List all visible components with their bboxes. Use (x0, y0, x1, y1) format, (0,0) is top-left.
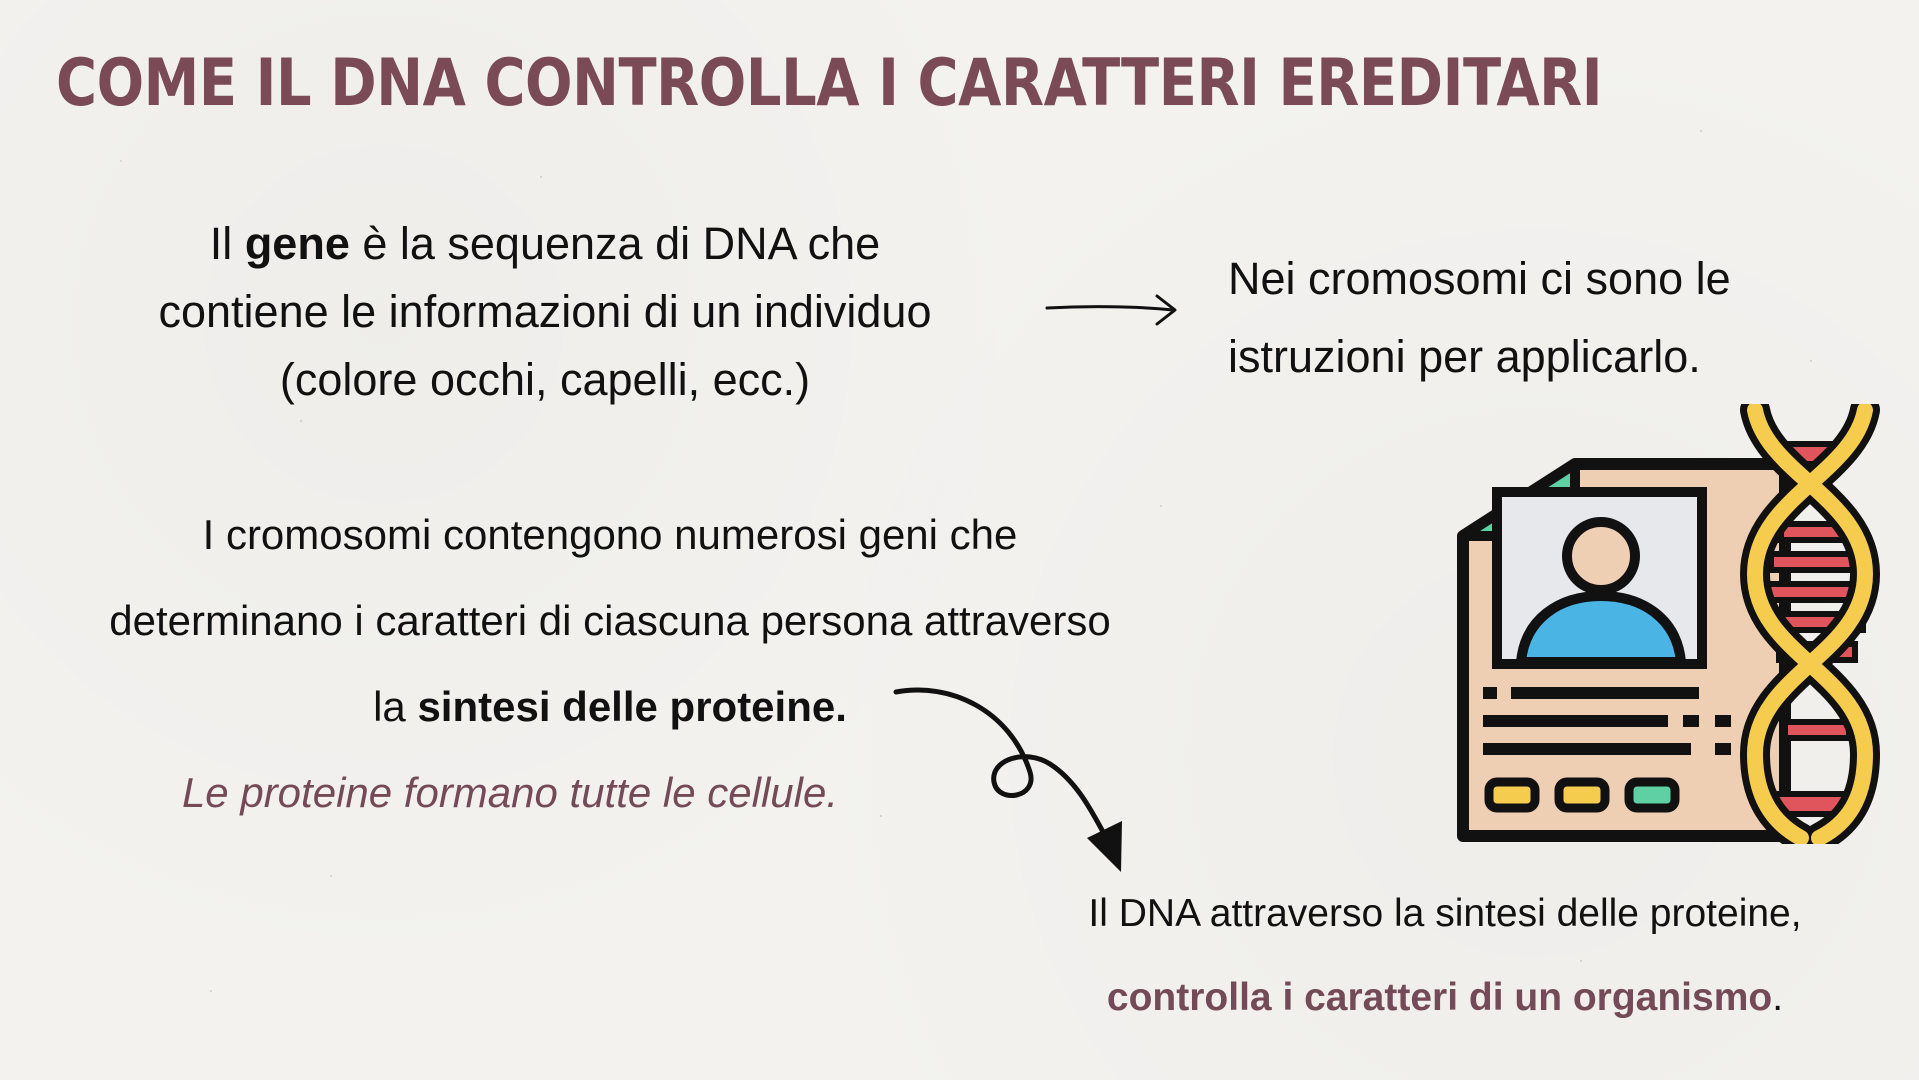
gene-line-3: (colore occhi, capelli, ecc.) (279, 354, 811, 405)
chromosomes-note: Nei cromosomi ci sono le istruzioni per … (1228, 240, 1848, 396)
paper-speck (120, 160, 122, 162)
paper-speck (330, 875, 332, 877)
dna-profile-icon (1455, 395, 1895, 853)
proteins-line-3: la sintesi delle proteine. (60, 664, 1160, 750)
paper-speck (210, 990, 212, 992)
paper-speck (880, 815, 882, 817)
gene-line-1-post: è la sequenza di DNA che (349, 218, 881, 269)
gene-keyword: gene (244, 218, 350, 269)
paper-speck (1810, 360, 1812, 362)
gene-line-2: contiene le informazioni di un individuo (158, 286, 932, 337)
gene-definition: Il gene è la sequenza di DNA che contien… (100, 210, 990, 414)
curved-arrow-icon (893, 687, 1122, 872)
conclusion-accent: controlla i caratteri di un organismo (1106, 976, 1773, 1019)
proteins-line-3-pre: la (373, 683, 418, 730)
proteins-cells-note: Le proteine formano tutte le cellule. (181, 769, 839, 816)
conclusion-line-1: Il DNA attraverso la sintesi delle prote… (1088, 892, 1802, 935)
paper-speck (540, 176, 542, 178)
gene-line-1-pre: Il (209, 218, 245, 269)
page-title: COME IL DNA CONTROLLA I CARATTERI EREDIT… (56, 46, 1603, 121)
chromosomes-line-2: istruzioni per applicarlo. (1228, 331, 1701, 382)
arrow-right-icon (1045, 294, 1177, 326)
paper-speck (1580, 960, 1582, 962)
proteins-paragraph: I cromosomi contengono numerosi geni che… (60, 492, 1160, 836)
conclusion-text: Il DNA attraverso la sintesi delle prote… (1045, 872, 1845, 1040)
paper-speck (300, 420, 302, 422)
paper-speck (1160, 505, 1162, 507)
protein-synthesis-keyword: sintesi delle proteine. (417, 683, 847, 730)
proteins-line-1: I cromosomi contengono numerosi geni che (202, 511, 1018, 558)
proteins-line-2: determinano i caratteri di ciascuna pers… (109, 597, 1111, 644)
conclusion-period: . (1772, 976, 1784, 1019)
conclusion-line-2: controlla i caratteri di un organismo. (1045, 956, 1845, 1040)
chromosomes-line-1: Nei cromosomi ci sono le (1228, 253, 1731, 304)
paper-speck (1700, 130, 1702, 132)
gene-line-1: Il gene è la sequenza di DNA che (100, 210, 990, 278)
